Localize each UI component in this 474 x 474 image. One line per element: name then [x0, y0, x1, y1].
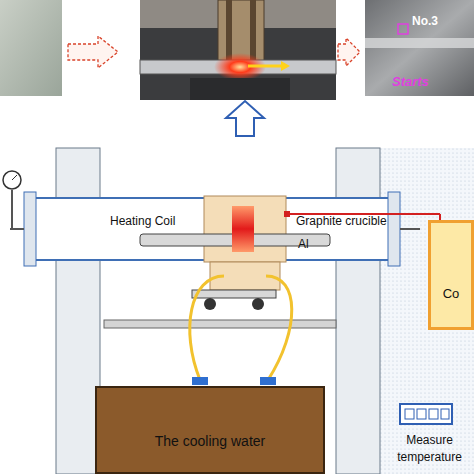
node-text: Co: [443, 285, 460, 303]
display-digit: [417, 409, 426, 419]
part-label: Graphite crucible: [296, 214, 387, 228]
base-photo: [190, 78, 290, 100]
photo-row: [0, 0, 474, 100]
rail-platform: [104, 320, 336, 328]
pressure-gauge: [3, 171, 21, 189]
coil-holder: [218, 0, 264, 62]
water-hose: [190, 276, 224, 380]
display-digit: [405, 409, 414, 419]
sample-number: No.3: [412, 14, 438, 28]
heating-coil: [232, 206, 254, 252]
cart-wheel: [204, 298, 216, 310]
hose-connector: [192, 377, 208, 385]
coil-bar: [226, 0, 232, 62]
part-label: Al: [298, 237, 309, 251]
gas-pipe: [400, 228, 420, 230]
up-arrow: [226, 101, 264, 136]
frame-pillar: [336, 148, 380, 474]
dashed-arrow: [338, 38, 360, 66]
node-text: Measure temperature: [385, 432, 474, 466]
water-tank: The cooling water: [95, 386, 325, 474]
sample-photo: [0, 0, 62, 96]
part-label: Heating Coil: [110, 214, 175, 228]
display-digit: [429, 409, 438, 419]
graphite-crucible: [204, 196, 286, 262]
tube-flange: [24, 192, 36, 266]
temperature-box: Measure temperature: [385, 390, 474, 474]
gauge-pipe: [11, 190, 13, 229]
hose-connector: [260, 377, 276, 385]
dotted-panel: [380, 148, 474, 474]
arrow-head: [281, 61, 290, 71]
heating-photo: [140, 0, 336, 100]
tube-flange: [388, 192, 400, 266]
flow-arrows: [68, 36, 360, 68]
display-digit: [441, 409, 449, 419]
direction-arrow: [248, 65, 282, 68]
coil-bar: [250, 0, 256, 62]
node-text: The cooling water: [155, 432, 266, 452]
frame-pillar: [56, 148, 100, 474]
control-box: Co: [428, 220, 474, 330]
marker-box: [398, 24, 408, 34]
gauge-needle: [12, 175, 17, 180]
display-icon: [400, 404, 452, 424]
dashed-arrow: [68, 36, 118, 68]
water-hose: [266, 276, 292, 380]
weld-line: [365, 38, 474, 48]
sample-photo: [365, 0, 474, 96]
wire-end: [284, 211, 290, 217]
cart-wheel: [252, 298, 264, 310]
cart-deck: [192, 290, 276, 298]
start-marker: Starts: [392, 74, 429, 89]
